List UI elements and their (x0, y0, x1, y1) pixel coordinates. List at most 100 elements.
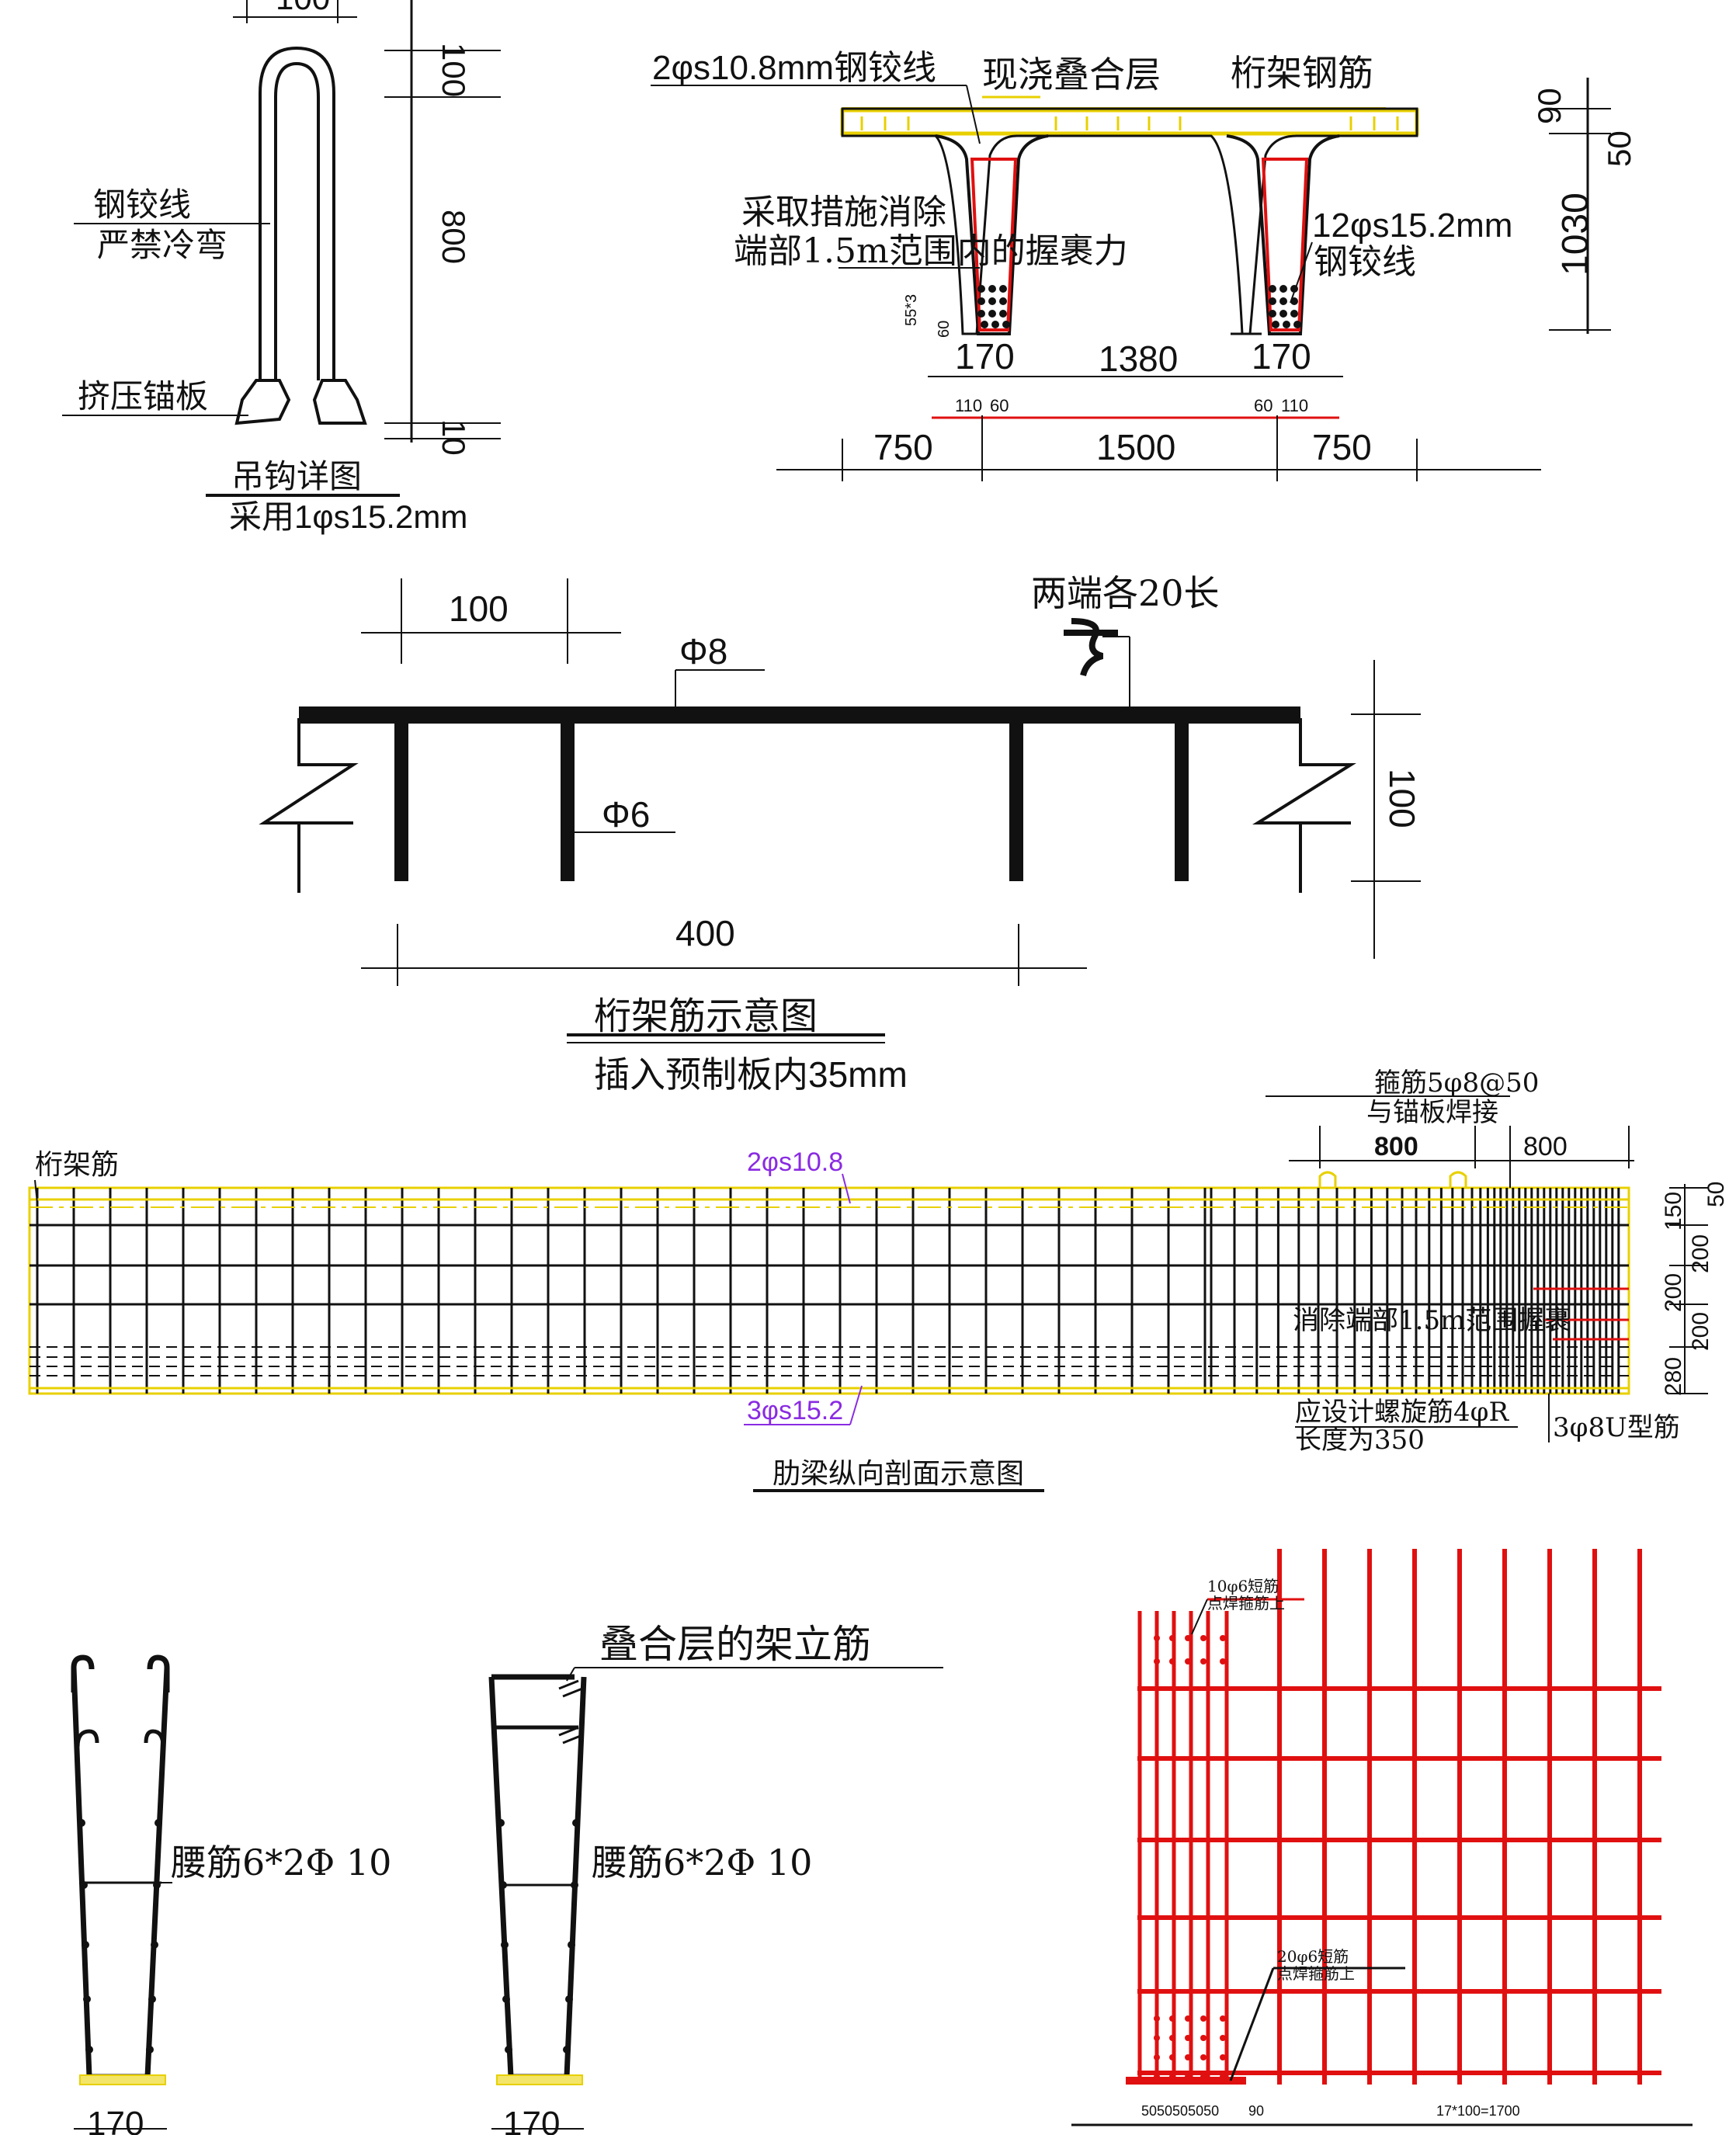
section-dim-60v: 60 (936, 321, 953, 338)
rebar-mesh: 10φ6短筋 点焊箍筋上 20φ6短筋 点焊箍筋上 5050505050 90 … (1071, 1549, 1693, 2126)
truss-title: 桁架筋示意图 (594, 995, 818, 1038)
label-stirrup-1: 箍筋5φ8@50 (1374, 1068, 1539, 1099)
section-outline (841, 107, 1418, 335)
longitudinal-section: 桁架筋 2φs10.8 3φs15.2 箍筋5φ8@50 与锚板焊接 800 8… (28, 1068, 1729, 1492)
stirrup-elevation-b: 叠合层的架立筋 腰筋6*2Φ 10 170 (488, 1622, 943, 2135)
truss-dim-100v: 100 (1382, 769, 1422, 828)
section-dim-1030: 1030 (1555, 193, 1596, 276)
mesh-short-bars-top (1154, 1635, 1226, 1665)
rib-right-stirrup (1261, 158, 1309, 332)
label-u-bar: 3φ8U型筋 (1553, 1412, 1680, 1443)
mesh-base-bar (1126, 2077, 1246, 2085)
mesh-dim-total: 17*100=1700 (1436, 2103, 1520, 2119)
leader-bottom-strand (849, 1385, 863, 1425)
beam-dim-50: 50 (1703, 1182, 1729, 1207)
label-waist-a: 腰筋6*2Φ 10 (171, 1842, 391, 1883)
label-anchor: 挤压锚板 (78, 377, 208, 415)
label-waist-b: 腰筋6*2Φ 10 (592, 1842, 812, 1883)
mesh-dim-left: 5050505050 (1141, 2103, 1219, 2119)
hook-dim-top: 100 (276, 0, 330, 16)
label-strand-top: 2φs10.8mm钢铰线 (652, 49, 936, 87)
end-dim-800b: 800 (1523, 1132, 1568, 1161)
anchor-plate-right (312, 379, 367, 425)
hook-dim-800: 800 (436, 210, 472, 264)
label-eliminate: 消除端部1.5m范围握裹 (1293, 1305, 1571, 1336)
section-dim-60a: 60 (990, 396, 1009, 415)
strand-dots-left (977, 285, 1010, 328)
stirrup-a-waist-dots (78, 1819, 162, 2053)
truss-dim-400: 400 (675, 913, 735, 953)
label-short-bottom-2: 点焊箍筋上 (1277, 1964, 1355, 1983)
label-measure-2: 端部1.5m范围内的握裹力 (734, 231, 1128, 271)
label-top-strand: 2φs10.8 (747, 1147, 843, 1177)
lift-hook-yellow (1318, 1171, 1337, 1188)
label-truss-bar: 桁架筋 (35, 1149, 119, 1181)
end-dim-800a: 800 (1374, 1132, 1418, 1161)
label-truss: 桁架钢筋 (1231, 52, 1373, 94)
hook-dim-10: 10 (436, 419, 472, 456)
leader-truss-bar (34, 1179, 38, 1204)
section-dim-1500: 1500 (1096, 427, 1175, 467)
section-dim-750a: 750 (873, 427, 933, 467)
section-dim-1380: 1380 (1099, 338, 1178, 379)
beam-outline (28, 1186, 1630, 1395)
break-symbol-right (1252, 718, 1356, 893)
label-erect: 叠合层的架立筋 (599, 1622, 871, 1667)
label-bottom-strand: 3φs15.2 (747, 1396, 843, 1425)
strand-dots-right (1269, 285, 1301, 328)
beam-dim-150: 150 (1661, 1192, 1686, 1231)
leader-top-strand (842, 1173, 851, 1204)
stirrup-b-base (496, 2074, 583, 2085)
label-short-top-1: 10φ6短筋 (1207, 1577, 1279, 1595)
stirrup-grid (36, 1188, 1620, 1394)
rib-left (935, 134, 1049, 335)
label-strand: 钢铰线 (93, 186, 191, 224)
label-no-cold-bend: 严禁冷弯 (97, 226, 227, 264)
beam-dim-200a: 200 (1688, 1234, 1713, 1273)
stirrup-a-base (79, 2074, 166, 2085)
section-dim-50: 50 (1601, 130, 1637, 167)
truss-top-chord (299, 706, 1300, 724)
section-dim-55: 55*3 (903, 294, 920, 326)
beam-dim-200c: 200 (1688, 1312, 1713, 1351)
stirrup-b-outline (488, 1674, 587, 2080)
rib-right (1226, 134, 1340, 335)
beam-dim-280: 280 (1661, 1357, 1686, 1396)
stirrup-b-dim-170: 170 (503, 2105, 560, 2135)
stirrup-a-dim-170: 170 (87, 2105, 144, 2135)
stirrup-b-weld-marks (558, 1679, 583, 1744)
section-dim-750b: 750 (1312, 427, 1372, 467)
section-dim-170a: 170 (955, 336, 1015, 377)
label-phi8: Φ8 (679, 631, 727, 672)
leader-short-top (1191, 1599, 1208, 1635)
section-dim-170b: 170 (1252, 336, 1311, 377)
stirrup-b-waist-dots (497, 1819, 580, 2053)
hook-dim-100: 100 (436, 43, 472, 97)
cast-layer-outline (840, 108, 1419, 136)
leader-short-bottom (1229, 1967, 1275, 2081)
leader-strand-top (966, 85, 981, 144)
break-symbol-left (259, 718, 359, 893)
double-t-section: 2φs10.8mm钢铰线 现浇叠合层 桁架钢筋 采取措施消除 端部1.5m范围内… (651, 49, 1637, 481)
hook-subtitle: 采用1φs15.2mm (229, 498, 467, 535)
label-short-top-2: 点焊箍筋上 (1207, 1594, 1285, 1613)
anchor-plate-left (234, 379, 291, 425)
section-dim-110a: 110 (955, 396, 982, 415)
label-spiral-2: 长度为350 (1295, 1425, 1425, 1456)
weld-icon (1064, 618, 1118, 677)
label-strand-bottom-1: 12φs15.2mm (1312, 207, 1512, 245)
label-cast-layer: 现浇叠合层 (982, 54, 1161, 95)
truss-dim-100: 100 (449, 588, 509, 629)
beam-dim-200b: 200 (1661, 1273, 1686, 1312)
longitudinal-title: 肋梁纵向剖面示意图 (773, 1458, 1024, 1490)
truss-vertical-4 (1175, 722, 1189, 881)
section-dim-90: 90 (1531, 88, 1568, 124)
label-phi6: Φ6 (602, 794, 650, 835)
truss-vertical-1 (394, 722, 408, 881)
label-short-bottom-1: 20φ6短筋 (1277, 1947, 1349, 1966)
hook-title: 吊钩详图 (231, 457, 362, 495)
hook-outer-line (259, 46, 335, 380)
section-dim-110b: 110 (1281, 396, 1308, 415)
hook-detail: 100 100 800 10 钢铰线 严禁冷弯 挤压锚板 吊钩详图 采用1φs1… (62, 0, 501, 535)
